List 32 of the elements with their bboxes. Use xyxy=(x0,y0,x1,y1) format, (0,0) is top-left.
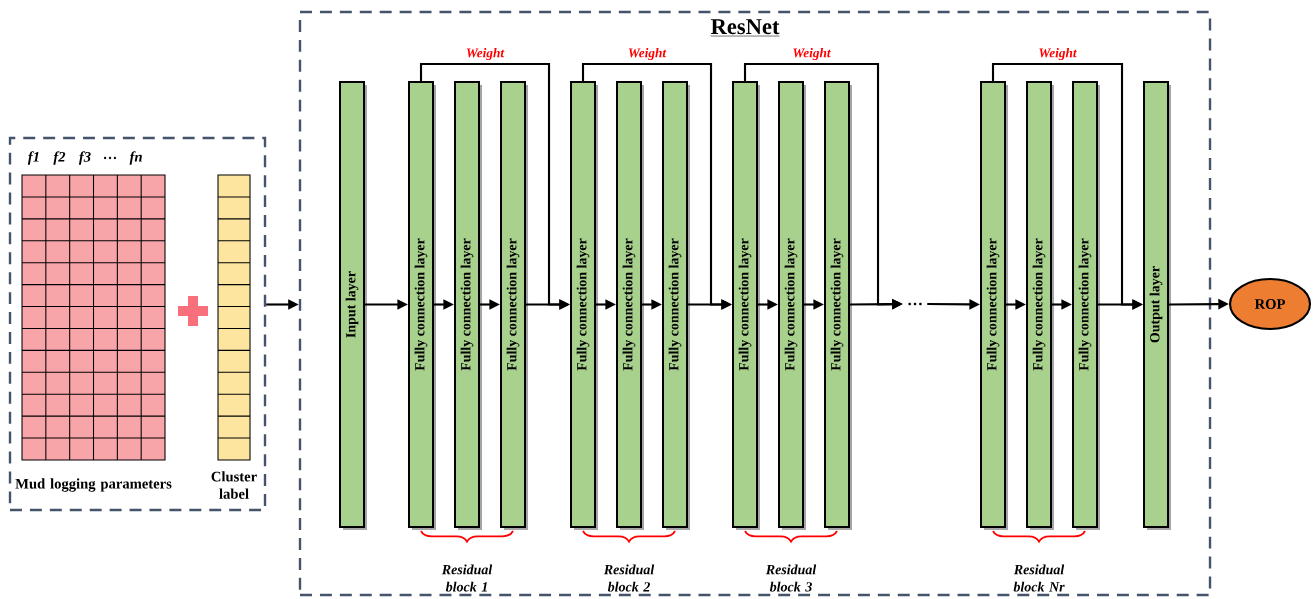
layer-bar: Fully connection layer xyxy=(732,81,760,530)
column-header: f1 xyxy=(27,151,39,165)
layer-bar: Fully connection layer xyxy=(500,81,528,530)
layer-bar: Fully connection layer xyxy=(616,81,644,530)
block-caption: Residual block 1 xyxy=(441,564,493,592)
layer-bar: Output layer xyxy=(1143,81,1171,530)
edge-label: Weight xyxy=(793,47,831,61)
layer-bar: Fully connection layer xyxy=(824,81,852,530)
layer-bar: Fully connection layer xyxy=(408,81,436,530)
layer-bar: Fully connection layer xyxy=(1072,81,1100,530)
layer-bar: Fully connection layer xyxy=(980,81,1008,530)
layer-bar: Fully connection layer xyxy=(454,81,482,530)
column-header: f2 xyxy=(53,151,66,165)
layer-bar: Fully connection layer xyxy=(570,81,598,530)
grid-caption: Mud logging parameters xyxy=(15,478,172,492)
column-header: … xyxy=(103,156,117,160)
dashed-frame xyxy=(8,136,267,512)
column-header: f3 xyxy=(78,151,91,165)
edge-label: Weight xyxy=(466,47,505,61)
block-caption: Residual block Nr xyxy=(1013,564,1065,592)
layer-bar: Fully connection layer xyxy=(778,81,806,530)
layer-bar: Input layer xyxy=(339,81,367,530)
block-caption: Residual block 2 xyxy=(603,564,655,592)
column-header: fn xyxy=(129,151,142,165)
column-caption: Cluster label xyxy=(211,471,257,499)
ellipsis: … xyxy=(908,302,922,306)
layer-bar: Fully connection layer xyxy=(662,81,690,530)
frame-title: ResNet xyxy=(710,19,780,37)
layer-bar: Fully connection layer xyxy=(1026,81,1054,530)
edge-label: Weight xyxy=(1039,47,1077,61)
block-caption: Residual block 3 xyxy=(765,564,817,592)
edge-label: Weight xyxy=(628,47,667,61)
